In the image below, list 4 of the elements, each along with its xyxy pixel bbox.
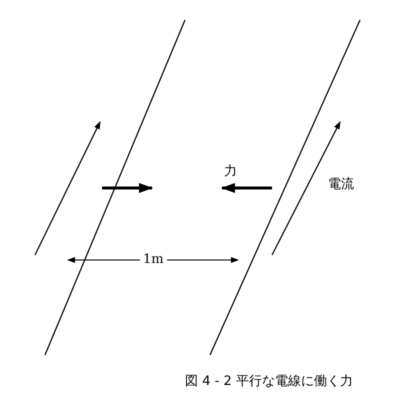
current-label: 電流: [328, 178, 354, 191]
figure-caption: 図 4 - 2 平行な電線に働く力: [185, 374, 353, 389]
force-label: 力: [224, 165, 237, 178]
dimension-label: 1m: [140, 253, 167, 266]
